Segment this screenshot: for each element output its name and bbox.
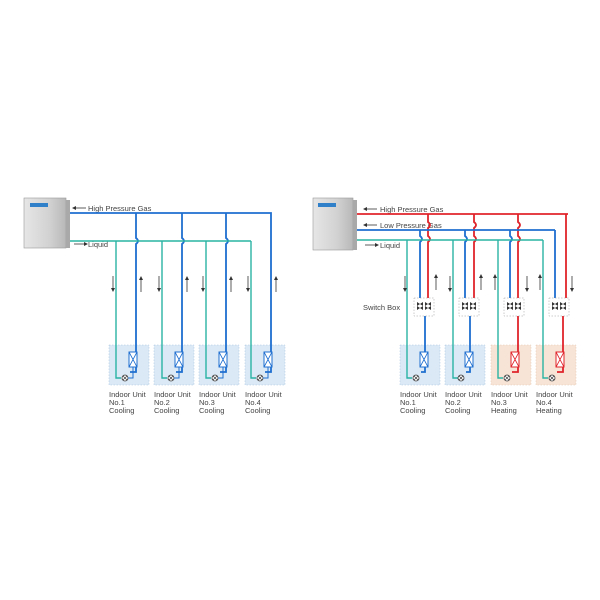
- valve-icon: [552, 302, 558, 310]
- right-coils: [412, 351, 565, 382]
- unit-label-line2: No.3: [491, 398, 507, 407]
- unit-label-line1: Indoor Unit: [245, 390, 283, 399]
- pipe-labels-left: High Pressure Gas Liquid: [72, 204, 152, 249]
- coil-icon: [412, 351, 429, 382]
- unit-label-line2: No.3: [199, 398, 215, 407]
- pipe-labels-right: High Pressure Gas Low Pressure Gas Liqui…: [363, 205, 444, 250]
- unit-label-line1: Indoor Unit: [491, 390, 529, 399]
- switch-boxes: Switch Box: [363, 297, 570, 317]
- switch-box: [503, 297, 525, 317]
- switch-box: [548, 297, 570, 317]
- switch-box-label: Switch Box: [363, 303, 400, 312]
- unit-label-line2: No.2: [445, 398, 461, 407]
- left-unit-labels: Indoor Unit No.1 Cooling Indoor Unit No.…: [109, 390, 283, 415]
- coil-icon: [211, 351, 228, 382]
- valve-icon: [425, 302, 431, 310]
- coil-icon: [256, 351, 273, 382]
- left-diagram: High Pressure Gas Liquid: [23, 197, 286, 415]
- valve-icon: [507, 302, 513, 310]
- unit-label-line3: Cooling: [445, 406, 470, 415]
- right-low-pressure-pipes: [357, 229, 556, 373]
- right-flow-arrows: [403, 274, 574, 292]
- valve-icon: [470, 302, 476, 310]
- left-liquid-pipes: [70, 240, 256, 379]
- label-liquid: Liquid: [380, 241, 400, 250]
- label-low-pressure-gas: Low Pressure Gas: [380, 221, 442, 230]
- unit-label-line3: Cooling: [199, 406, 224, 415]
- unit-label-line1: Indoor Unit: [154, 390, 192, 399]
- valve-icon: [417, 302, 423, 310]
- unit-label-line1: Indoor Unit: [445, 390, 483, 399]
- outdoor-unit-left: [23, 197, 70, 249]
- right-liquid-pipes: [357, 239, 548, 379]
- outdoor-unit-right: [312, 197, 357, 251]
- unit-label-line2: No.4: [536, 398, 552, 407]
- coil-icon: [457, 351, 474, 382]
- switch-box: [458, 297, 480, 317]
- unit-label-line3: Cooling: [154, 406, 179, 415]
- unit-label-line2: No.4: [245, 398, 261, 407]
- coil-icon: [503, 351, 520, 382]
- unit-label-line3: Heating: [491, 406, 517, 415]
- label-high-pressure-gas: High Pressure Gas: [380, 205, 444, 214]
- unit-label-line1: Indoor Unit: [199, 390, 237, 399]
- unit-label-line2: No.1: [109, 398, 125, 407]
- coil-icon: [167, 351, 184, 382]
- unit-label-line2: No.2: [154, 398, 170, 407]
- valve-icon: [515, 302, 521, 310]
- label-high-pressure-gas: High Pressure Gas: [88, 204, 152, 213]
- coil-icon: [548, 351, 565, 382]
- unit-label-line3: Cooling: [109, 406, 134, 415]
- coil-icon: [121, 351, 138, 382]
- switch-box: [413, 297, 435, 317]
- unit-label-line2: No.1: [400, 398, 416, 407]
- valve-icon: [462, 302, 468, 310]
- right-unit-labels: Indoor Unit No.1 Cooling Indoor Unit No.…: [400, 390, 574, 415]
- outdoor-unit-logo-icon: [30, 203, 48, 207]
- right-diagram: High Pressure Gas Low Pressure Gas Liqui…: [312, 197, 577, 415]
- left-flow-arrows: [111, 276, 278, 292]
- unit-label-line3: Cooling: [245, 406, 270, 415]
- label-liquid: Liquid: [88, 240, 108, 249]
- unit-label-line1: Indoor Unit: [536, 390, 574, 399]
- valve-icon: [560, 302, 566, 310]
- unit-label-line3: Cooling: [400, 406, 425, 415]
- unit-label-line1: Indoor Unit: [400, 390, 438, 399]
- unit-label-line1: Indoor Unit: [109, 390, 147, 399]
- unit-label-line3: Heating: [536, 406, 562, 415]
- left-coils: [121, 351, 273, 382]
- outdoor-unit-logo-icon: [318, 203, 336, 207]
